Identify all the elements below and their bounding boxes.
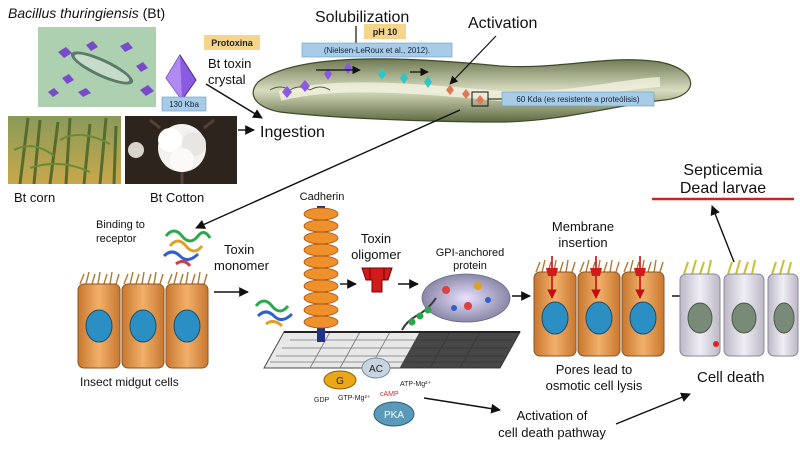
binding-label-1: Binding to [96,219,145,231]
bt-corn-label: Bt corn [14,190,55,205]
pka-icon [373,401,415,427]
citation-box [301,42,453,58]
bacteria-micrograph [38,27,156,107]
gpi-label-1: GPI-anchored [436,247,504,259]
larva-gut-image [252,58,692,123]
adenylyl-cyclase-icon [361,357,391,379]
pathway-to-death-arrow [615,392,691,425]
gtp-label: GTP-Mg²⁺ [338,395,371,402]
bt-corn-photo [8,116,121,185]
crystal-to-ingestion-arrow [205,83,263,119]
monomer-label-1: Toxin [224,242,254,257]
activation-arrow [449,35,497,85]
death-to-septicemia-arrow [710,205,735,263]
gdp-label: GDP [314,397,330,404]
cadherin-label: Cadherin [300,191,345,203]
oligomer-label-2: oligomer [351,247,402,262]
membrane-label-1: Membrane [552,219,614,234]
toxin-protein-structure [162,229,212,267]
camp-label: cAMP [380,391,399,398]
pathway-label-1: Activation of [517,408,588,423]
atp-label: ATP-Mg²⁺ [400,381,431,388]
protoxina-label: Protoxina [211,38,254,48]
pka-label: PKA [384,410,404,421]
bt-crystal-icon [165,54,197,101]
pores-label-2: osmotic cell lysis [546,378,643,393]
g-label: G [336,376,344,387]
septicemia-label: Septicemia [683,162,762,179]
crystal-label-2: crystal [208,72,246,87]
midgut-cells-pores [533,256,665,357]
oligomer-label-1: Toxin [361,231,391,246]
toxin-monomer-structure [254,299,294,328]
protoxina-box [204,35,260,50]
pores-label-1: Pores lead to [556,362,633,377]
midgut-label: Insect midgut cells [80,375,179,389]
gpi-label-2: protein [453,260,487,272]
dead-larvae-label: Dead larvae [680,180,766,197]
cell-membrane [263,331,521,369]
cadherin-receptor [303,206,339,342]
citation-label: (Nielsen-LeRoux et al., 2012). [324,46,430,55]
cell-death-label: Cell death [697,369,765,386]
crystal-label-1: Bt toxin [208,56,251,71]
ph-box [364,24,406,39]
kda60-label: 60 Kda (es resistente a proteólisis) [516,95,640,104]
kda60-box [501,91,655,107]
crystal-particles [282,62,470,99]
ph-label: pH 10 [373,27,398,37]
gpi-protein-structure [401,273,511,331]
ingestion-label: Ingestion [260,124,325,141]
midgut-cells-dead [679,259,799,357]
toxin-oligomer-icon [361,267,393,293]
monomer-label-2: monomer [214,258,270,273]
midgut-cells-healthy [77,271,209,369]
binding-label-2: receptor [96,233,137,245]
ac-label: AC [369,364,383,375]
kda130-label: 130 Kba [169,100,199,109]
pathway-label-2: cell death pathway [498,425,606,440]
title-species: Bacillus thuringiensis (Bt) [8,5,165,21]
g-protein-icon [323,370,357,390]
bt-cotton-label: Bt Cotton [150,190,204,205]
kda130-box [161,96,207,112]
bt-cotton-photo [125,116,237,184]
membrane-label-2: insertion [558,235,607,250]
activation-label: Activation [468,15,537,32]
gut-to-receptor-arrow [195,109,461,229]
solubilization-label: Solubilization [315,9,409,26]
pka-to-pathway-arrow [423,397,501,414]
